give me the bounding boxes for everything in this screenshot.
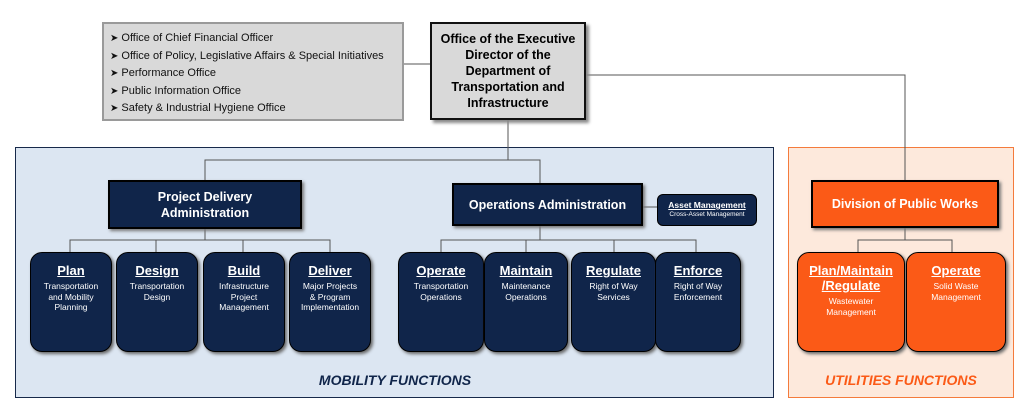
function-title: Maintain — [499, 263, 553, 278]
function-plan: Plan Transportation and Mobility Plannin… — [30, 252, 112, 352]
executive-line: Director of the — [465, 48, 551, 62]
function-title: Enforce — [673, 263, 723, 278]
arrow-bullet-icon: ➤ — [110, 68, 119, 80]
office-label: Performance Office — [121, 67, 216, 80]
function-sub: Enforcement — [673, 291, 723, 302]
function-operate-utilities: Operate Solid Waste Management — [906, 252, 1006, 352]
list-item: ➤Performance Office — [110, 65, 396, 83]
function-sub: Maintenance — [501, 281, 551, 291]
function-title: Plan/Maintain — [809, 263, 893, 278]
function-regulate: Regulate Right of Way Services — [571, 252, 656, 352]
project-delivery-administration-box: Project Delivery Administration — [108, 180, 302, 229]
function-sub: Major Projects — [302, 281, 358, 291]
arrow-bullet-icon: ➤ — [110, 50, 119, 62]
asset-management-box: Asset Management Cross-Asset Management — [657, 194, 757, 226]
function-plan-maintain-regulate: Plan/Maintain /Regulate Wastewater Manag… — [797, 252, 905, 352]
function-sub: Right of Way — [673, 281, 723, 291]
executive-line: Infrastructure — [467, 96, 549, 110]
executive-line: Department of — [465, 64, 551, 78]
function-operate: Operate Transportation Operations — [398, 252, 484, 352]
function-sub: and Mobility — [48, 291, 94, 302]
executive-director-box: Office of the Executive Director of the … — [430, 22, 586, 120]
executive-line: Transportation and — [451, 80, 565, 94]
project-delivery-title: Administration — [160, 205, 250, 220]
function-sub: Management — [219, 302, 269, 312]
list-item: ➤Public Information Office — [110, 83, 396, 101]
office-label: Office of Chief Financial Officer — [121, 32, 274, 44]
utilities-functions-label: UTILITIES FUNCTIONS — [825, 372, 977, 388]
executive-line: Office of the Executive — [440, 32, 576, 46]
division-of-public-works-box: Division of Public Works — [811, 180, 999, 228]
mobility-functions-label: MOBILITY FUNCTIONS — [318, 372, 472, 388]
function-sub: Transportation — [43, 281, 99, 291]
function-sub: & Program — [309, 291, 351, 302]
function-title: Operate — [416, 263, 466, 278]
executive-support-offices-list: ➤Office of Chief Financial Officer ➤Offi… — [102, 22, 404, 121]
function-sub: Implementation — [300, 302, 360, 312]
public-works-title: Division of Public Works — [831, 197, 979, 211]
function-title: Plan — [57, 263, 85, 278]
function-sub: Transportation — [129, 281, 185, 291]
function-build: Build Infrastructure Project Management — [203, 252, 285, 352]
list-item: ➤Office of Chief Financial Officer — [110, 30, 396, 48]
function-sub: Operations — [505, 291, 547, 302]
function-sub: Planning — [54, 302, 88, 312]
project-delivery-title: Project Delivery — [157, 189, 253, 204]
asset-management-sub: Cross-Asset Management — [669, 211, 745, 218]
function-sub: Management — [826, 306, 876, 317]
function-sub: Services — [597, 291, 630, 302]
operations-administration-box: Operations Administration — [452, 183, 643, 226]
function-enforce: Enforce Right of Way Enforcement — [655, 252, 741, 352]
office-label: Safety & Industrial Hygiene Office — [121, 102, 286, 115]
asset-management-title: Asset Management — [668, 200, 746, 210]
list-item: ➤Safety & Industrial Hygiene Office — [110, 100, 396, 118]
function-title: Deliver — [308, 263, 352, 278]
function-title: Operate — [931, 263, 981, 278]
function-maintain: Maintain Maintenance Operations — [484, 252, 568, 352]
function-sub: Operations — [420, 291, 462, 302]
function-title: /Regulate — [821, 278, 881, 293]
function-deliver: Deliver Major Projects & Program Impleme… — [289, 252, 371, 352]
function-sub: Right of Way — [589, 281, 638, 291]
arrow-bullet-icon: ➤ — [110, 85, 119, 97]
arrow-bullet-icon: ➤ — [110, 33, 119, 44]
function-title: Design — [135, 263, 179, 278]
function-design: Design Transportation Design — [116, 252, 198, 352]
list-item: ➤Office of Policy, Legislative Affairs &… — [110, 48, 396, 66]
operations-title: Operations Administration — [468, 197, 627, 212]
office-label: Public Information Office — [121, 84, 242, 97]
function-sub: Project — [230, 291, 258, 302]
function-sub: Transportation — [413, 281, 469, 291]
function-title: Build — [227, 263, 261, 278]
office-label: Office of Policy, Legislative Affairs & … — [121, 49, 384, 62]
function-sub: Design — [143, 291, 171, 302]
function-sub: Management — [931, 291, 981, 302]
function-title: Regulate — [586, 263, 641, 278]
function-sub: Wastewater — [828, 296, 874, 306]
function-sub: Infrastructure — [218, 281, 270, 291]
arrow-bullet-icon: ➤ — [110, 103, 119, 115]
function-sub: Solid Waste — [933, 281, 979, 291]
